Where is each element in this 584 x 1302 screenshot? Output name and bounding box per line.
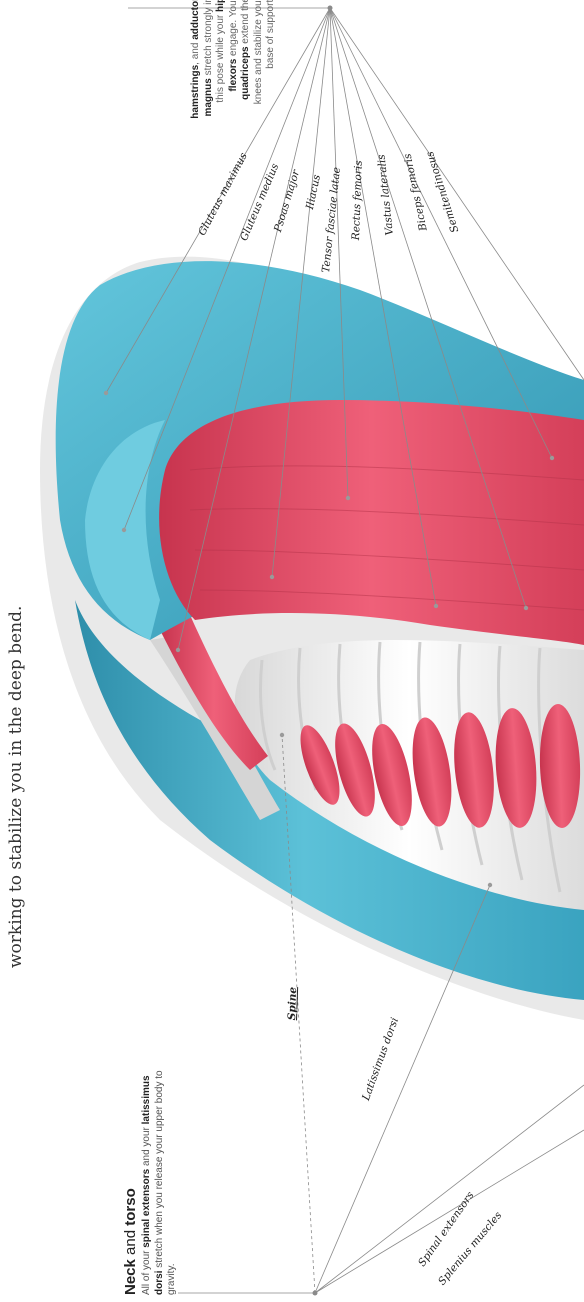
leader-hub-upper (328, 6, 333, 11)
label-spine: Spine (286, 987, 299, 1021)
hip-legs-callout: hamstrings, and adductor magnus stretch … (190, 0, 278, 122)
spine-endpoint (280, 733, 284, 737)
latissimus-endpoint (488, 883, 492, 887)
neck-torso-callout: Neck and torso All of your spinal extens… (122, 1055, 179, 1295)
intro-text: working to stabilize you in the deep ben… (6, 606, 26, 968)
neck-torso-body: All of your spinal extensors and your la… (141, 1055, 179, 1295)
leader-hub-lower (313, 1291, 318, 1296)
thigh-muscle (159, 400, 584, 645)
neck-torso-heading: Neck and torso (122, 1055, 139, 1295)
